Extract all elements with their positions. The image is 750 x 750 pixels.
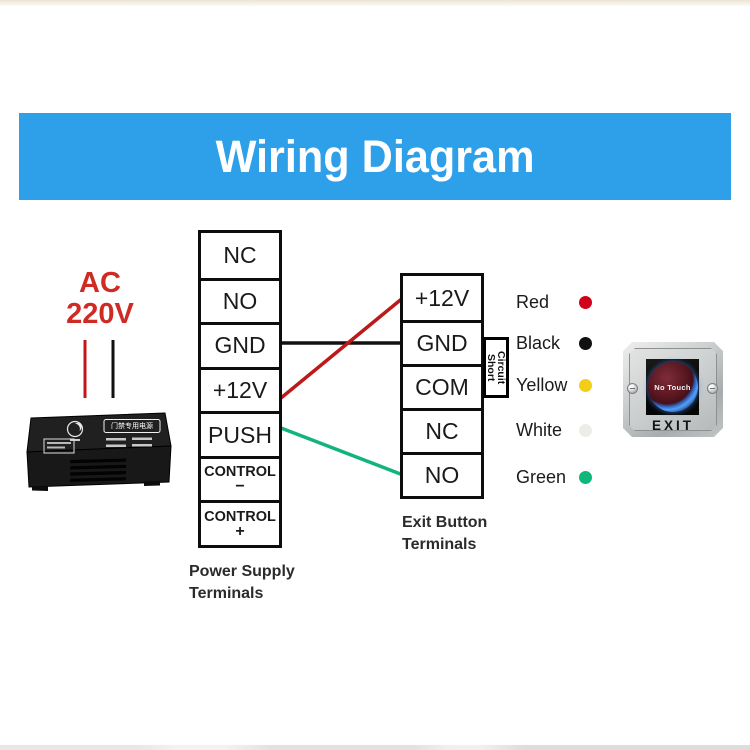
terminal-cell-com: COM bbox=[403, 364, 481, 408]
psu-info-text-bar bbox=[106, 444, 126, 447]
terminal-label: NO bbox=[424, 462, 460, 488]
legend-label: Green bbox=[516, 466, 567, 487]
terminal-label: PUSH bbox=[208, 421, 272, 448]
caption-line: Terminals bbox=[189, 585, 264, 602]
legend-item-red: Red bbox=[516, 290, 592, 314]
legend-item-green: Green bbox=[516, 465, 592, 489]
psu-spec-line bbox=[47, 446, 65, 449]
caption-line: Exit Button bbox=[402, 514, 488, 531]
power-terminals-caption: Power Supply Terminals bbox=[189, 561, 295, 605]
legend-label: Red bbox=[516, 291, 550, 312]
terminal-cell-gnd: GND bbox=[201, 322, 279, 367]
terminal-label: COM bbox=[415, 374, 469, 400]
terminal-label: +12V bbox=[212, 376, 268, 403]
power-supply-unit: 门禁专用电源 bbox=[26, 412, 172, 491]
ac-voltage-label: AC 220V bbox=[40, 268, 160, 330]
top-edge-strip bbox=[0, 0, 750, 6]
psu-logo-caption-bar bbox=[70, 439, 80, 441]
terminal-label: CONTROL bbox=[204, 464, 276, 481]
terminal-label: GND bbox=[416, 330, 468, 356]
legend-label: Yellow bbox=[516, 374, 568, 395]
bottom-edge-strip bbox=[0, 745, 750, 750]
green-dot-icon bbox=[579, 470, 592, 484]
legend-item-yellow: Yellow bbox=[516, 373, 592, 397]
legend-label: Black bbox=[516, 332, 561, 353]
caption-line: Power Supply bbox=[189, 563, 295, 580]
terminal-label: NC bbox=[223, 241, 257, 268]
terminal-cell-gnd: GND bbox=[403, 320, 481, 364]
psu-title-text: 门禁专用电源 bbox=[111, 421, 153, 430]
terminal-cell-nc: NC bbox=[201, 233, 279, 278]
screw-slot bbox=[630, 388, 635, 390]
psu-info-text-bar bbox=[132, 444, 152, 447]
psu-info-text-bar bbox=[132, 437, 152, 440]
psu-spec-label bbox=[43, 438, 75, 454]
psu-vent-slot bbox=[70, 458, 126, 464]
psu-spec-line bbox=[47, 442, 71, 444]
ac-label-line2: 220V bbox=[66, 298, 134, 330]
terminal-cell-no: NO bbox=[403, 452, 481, 496]
caption-line: Terminals bbox=[402, 536, 477, 553]
terminal-cell-control-minus: CONTROL − bbox=[201, 455, 279, 501]
terminal-cell-push: PUSH bbox=[201, 411, 279, 456]
exit-button-device: No Touch EXIT bbox=[623, 342, 723, 437]
red-dot-icon bbox=[579, 295, 592, 309]
psu-title-frame bbox=[103, 419, 161, 433]
terminal-label: +12V bbox=[414, 284, 470, 311]
terminal-cell-no: NO bbox=[201, 277, 279, 323]
psu-info-text-bar bbox=[106, 438, 126, 441]
short-circuit-label: Short Circuit bbox=[485, 350, 507, 385]
ac-label-line1: AC bbox=[79, 267, 121, 299]
short-circuit-jumper: Short Circuit bbox=[483, 337, 509, 398]
screw-icon bbox=[627, 383, 638, 394]
title-banner: Wiring Diagram bbox=[19, 113, 731, 200]
no-touch-sensor-button: No Touch bbox=[648, 362, 698, 412]
psu-logo-icon bbox=[66, 420, 84, 438]
terminal-cell-nc: NC bbox=[403, 408, 481, 452]
psu-foot-left bbox=[32, 486, 48, 491]
sensor-window: No Touch bbox=[646, 359, 699, 415]
psu-vent-slot bbox=[70, 464, 126, 470]
power-supply-terminal-block: NC NO GND +12V PUSH CONTROL − CONTROL + bbox=[198, 230, 282, 548]
terminal-cell-12v: +12V bbox=[201, 366, 279, 412]
exit-plate-label: EXIT bbox=[651, 418, 694, 433]
white-dot-icon bbox=[579, 423, 592, 437]
terminal-label: CONTROL bbox=[204, 508, 276, 525]
terminal-sublabel: − bbox=[235, 478, 245, 496]
terminal-label: NC bbox=[425, 418, 459, 444]
legend-item-black: Black bbox=[516, 331, 592, 355]
screw-slot bbox=[710, 388, 715, 390]
page-title: Wiring Diagram bbox=[215, 130, 535, 182]
terminal-cell-control-plus: CONTROL + bbox=[201, 500, 279, 545]
plus12v-wire bbox=[279, 295, 406, 400]
psu-logo-swirl-icon bbox=[75, 422, 82, 431]
psu-foot-right bbox=[144, 481, 160, 486]
legend-label: White bbox=[516, 419, 563, 440]
legend-item-white: White bbox=[516, 418, 592, 442]
push-to-no-wire bbox=[280, 426, 404, 477]
terminal-label: NO bbox=[222, 287, 258, 314]
exit-button-terminal-block: +12V GND COM NC NO bbox=[400, 273, 484, 499]
psu-vent-slot bbox=[70, 470, 126, 476]
terminal-cell-12v: +12V bbox=[403, 276, 481, 320]
terminal-sublabel: + bbox=[235, 522, 245, 540]
screw-icon bbox=[707, 383, 718, 394]
black-dot-icon bbox=[579, 336, 592, 350]
terminal-label: GND bbox=[214, 332, 266, 359]
psu-vent-slot bbox=[70, 477, 126, 482]
no-touch-label: No Touch bbox=[654, 382, 691, 392]
yellow-dot-icon bbox=[579, 378, 592, 392]
exit-terminals-caption: Exit Button Terminals bbox=[402, 512, 487, 556]
